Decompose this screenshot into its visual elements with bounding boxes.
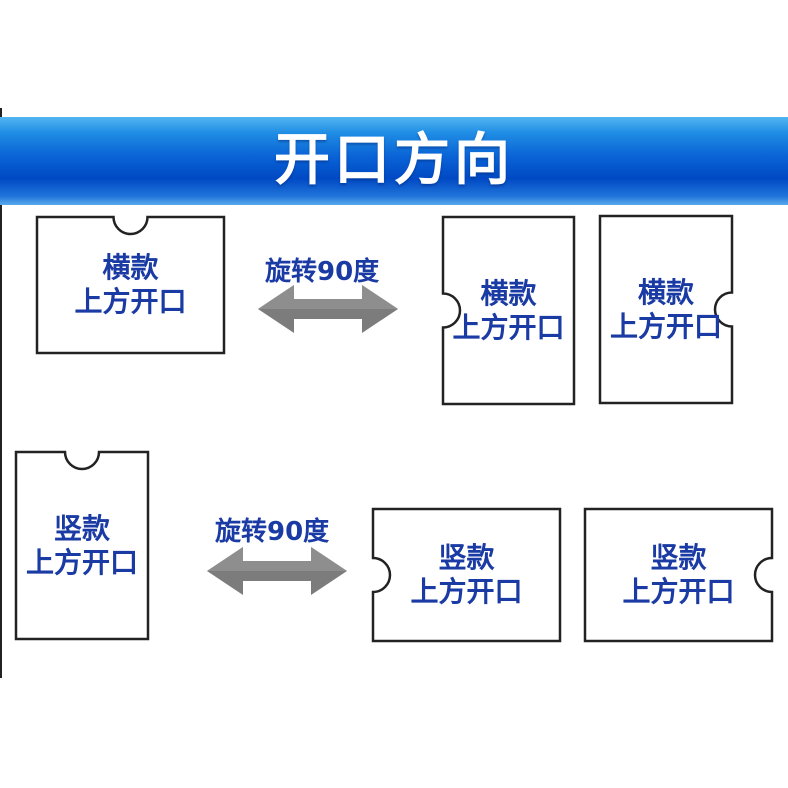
card-horizontal-right-notch: 横款 上方开口 (598, 214, 734, 405)
card-outline-path (598, 214, 734, 405)
card-label: 竖款 上方开口 (410, 541, 522, 609)
card-opening: 上方开口 (622, 575, 735, 608)
card-label: 横款 上方开口 (74, 251, 186, 319)
card-type: 竖款 (650, 541, 707, 574)
card-outline (441, 215, 576, 406)
double-arrow-icon (207, 547, 347, 595)
card-outline (35, 215, 226, 355)
card-opening: 上方开口 (74, 285, 187, 318)
rotate-label: 旋转90度 (215, 517, 330, 547)
card-type: 竖款 (53, 511, 110, 545)
card-outline (583, 507, 774, 643)
card-outline-path (35, 215, 226, 355)
banner-title: 开口方向 (274, 128, 514, 193)
card-label: 横款 上方开口 (452, 277, 564, 345)
card-horizontal-left-notch: 横款 上方开口 (441, 215, 576, 406)
card-outline-path (371, 507, 562, 643)
card-type: 横款 (102, 251, 159, 284)
card-vertical-right-notch: 竖款 上方开口 (583, 507, 774, 643)
card-type: 竖款 (438, 541, 495, 574)
card-label: 竖款 上方开口 (622, 541, 734, 609)
card-label: 横款 上方开口 (610, 276, 722, 344)
card-outline-path (14, 450, 150, 641)
card-opening: 上方开口 (410, 575, 523, 608)
card-opening: 上方开口 (25, 545, 138, 579)
card-outline-path (441, 215, 576, 406)
card-outline-path (583, 507, 774, 643)
card-opening: 上方开口 (452, 310, 565, 344)
card-vertical-top-notch: 竖款 上方开口 (14, 450, 150, 641)
card-opening: 上方开口 (609, 309, 722, 343)
card-type: 横款 (637, 275, 694, 309)
card-label: 竖款 上方开口 (26, 512, 138, 580)
card-outline (371, 507, 562, 643)
title-banner: 开口方向 (0, 117, 788, 205)
card-type: 横款 (480, 276, 537, 310)
rotate-label: 旋转90度 (265, 257, 380, 287)
card-vertical-left-notch: 竖款 上方开口 (371, 507, 562, 643)
card-horizontal-top-notch: 横款 上方开口 (35, 215, 226, 355)
left-edge-line (0, 108, 2, 678)
card-outline (14, 450, 150, 641)
double-arrow-icon (258, 285, 398, 333)
card-outline (598, 214, 734, 405)
